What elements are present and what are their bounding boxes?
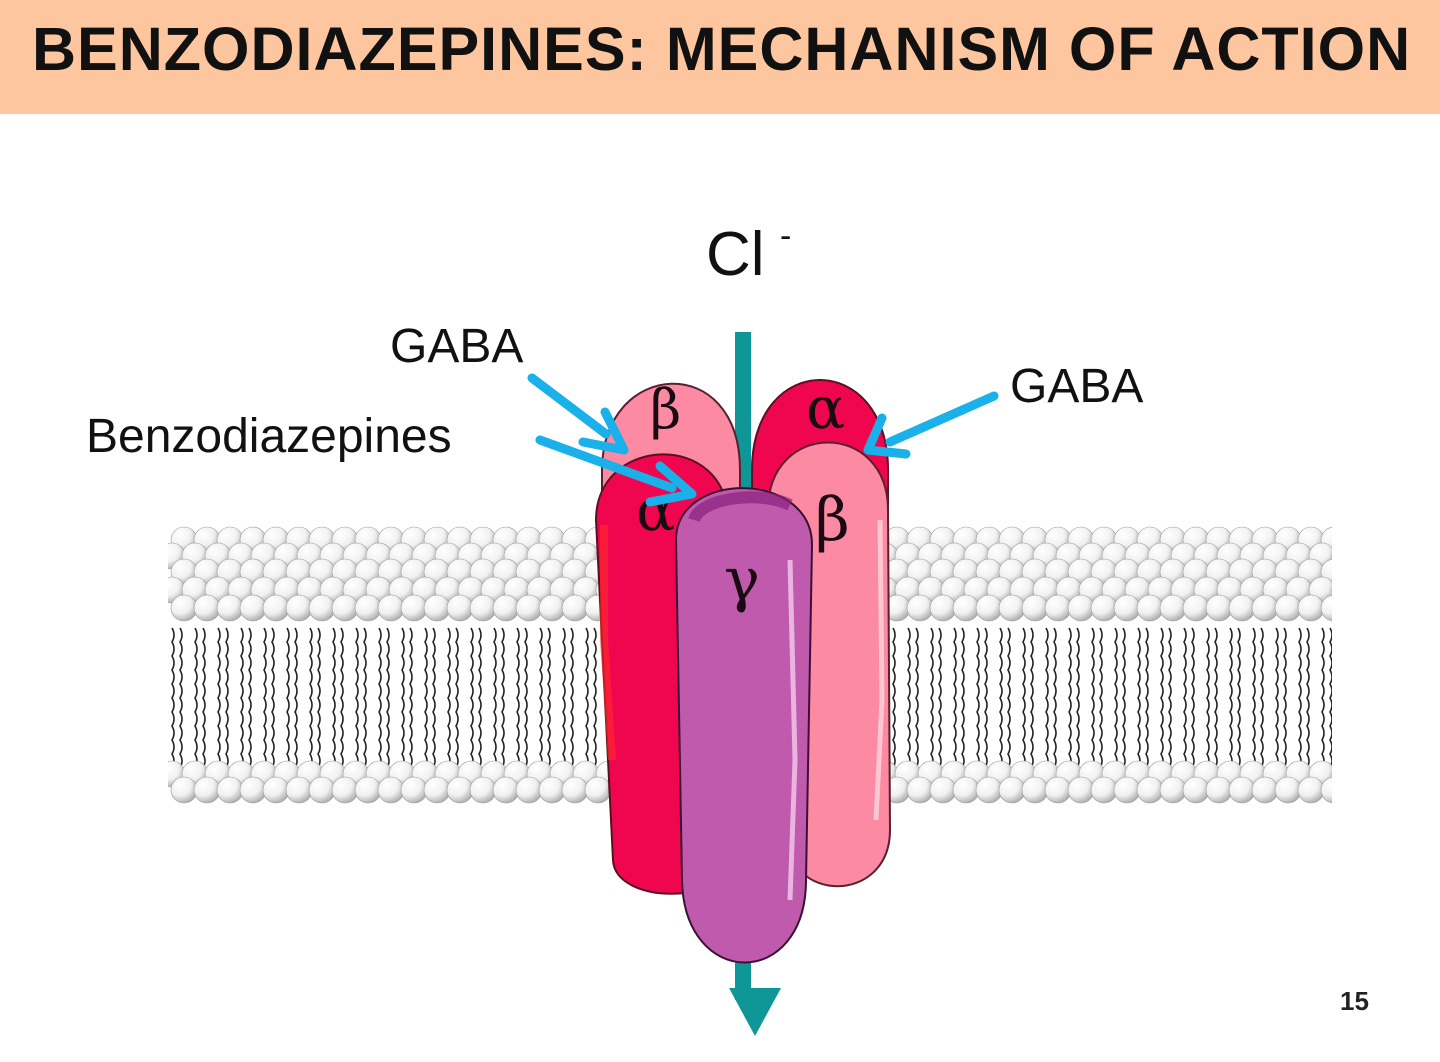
lipid-bilayer-right	[860, 526, 1332, 804]
slide-title: BENZODIAZEPINES: MECHANISM OF ACTION	[32, 15, 1412, 83]
benzodiazepines-arrow	[535, 435, 697, 507]
gaba-label-right: GABA	[1010, 360, 1143, 413]
svg-text:β: β	[815, 485, 850, 555]
gaba-left-arrow	[527, 373, 629, 455]
svg-text:-: -	[780, 217, 791, 255]
svg-text:γ: γ	[724, 545, 760, 615]
gaba-right-arrow	[863, 391, 999, 459]
title-bar	[0, 0, 1440, 114]
svg-text:β: β	[650, 378, 681, 441]
lipid-bilayer-left	[168, 526, 613, 804]
page-number: 15	[1340, 986, 1369, 1016]
benzodiazepines-label: Benzodiazepines	[86, 410, 452, 463]
gamma-subunit: γ	[674, 487, 814, 964]
gaba-label-left: GABA	[390, 320, 523, 373]
chloride-ion-label: Cl -	[706, 217, 791, 289]
svg-text:Cl: Cl	[706, 220, 765, 289]
svg-text:α: α	[806, 374, 845, 442]
